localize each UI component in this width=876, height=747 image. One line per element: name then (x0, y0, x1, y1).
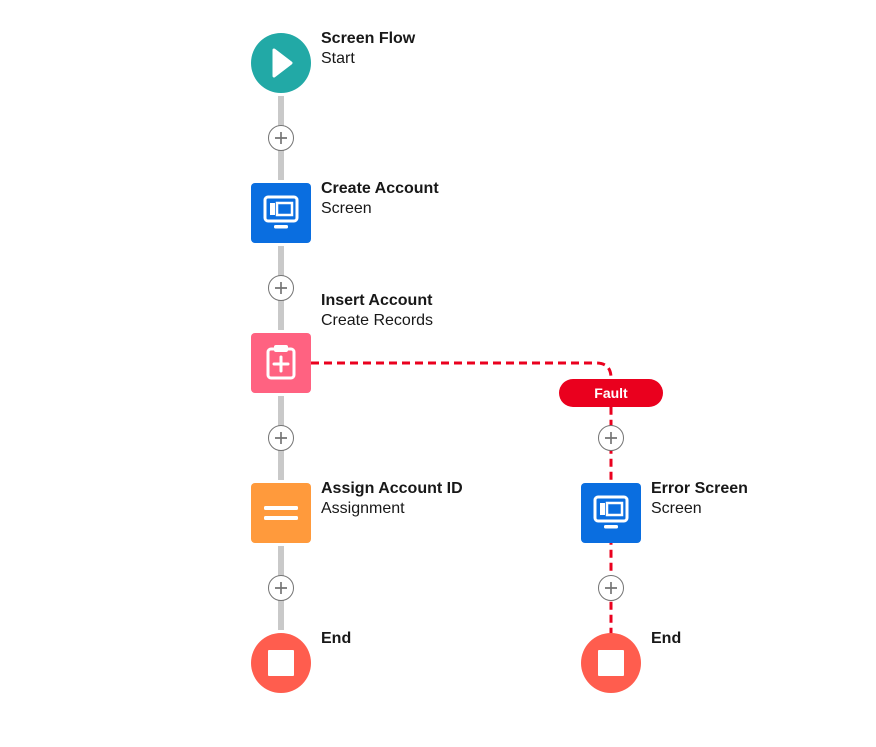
add-element-button[interactable] (268, 575, 294, 601)
error-screen-subtitle: Screen (651, 500, 702, 517)
fault-end-node-title: End (651, 630, 682, 647)
start-node-subtitle: Start (321, 50, 355, 67)
add-element-button[interactable] (268, 275, 294, 301)
insert-account-subtitle: Create Records (321, 312, 434, 329)
create-account-subtitle: Screen (321, 200, 372, 217)
equals-icon (264, 506, 298, 520)
plus-icon (275, 582, 287, 594)
insert-account-node[interactable] (251, 333, 311, 393)
add-element-button[interactable] (268, 125, 294, 151)
stop-icon (268, 650, 294, 676)
create-account-title: Create Account (321, 180, 439, 197)
play-icon (272, 48, 293, 78)
screen-icon (593, 495, 629, 529)
add-element-button-fault[interactable] (598, 425, 624, 451)
error-screen-title: Error Screen (651, 480, 748, 497)
fault-badge[interactable]: Fault (559, 379, 663, 407)
fault-end-node[interactable] (581, 633, 641, 693)
start-node[interactable] (251, 33, 311, 93)
create-account-node[interactable] (251, 183, 311, 243)
plus-icon (275, 282, 287, 294)
plus-icon (275, 132, 287, 144)
end-node[interactable] (251, 633, 311, 693)
clipboard-plus-icon (266, 345, 296, 380)
assign-account-id-node[interactable] (251, 483, 311, 543)
screen-icon (263, 195, 299, 229)
assign-account-id-title: Assign Account ID (321, 480, 463, 497)
start-node-title: Screen Flow (321, 30, 416, 47)
insert-account-title: Insert Account (321, 292, 433, 309)
add-element-button[interactable] (268, 425, 294, 451)
stop-icon (598, 650, 624, 676)
assign-account-id-subtitle: Assignment (321, 500, 405, 517)
plus-icon (275, 432, 287, 444)
error-screen-node[interactable] (581, 483, 641, 543)
add-element-button-fault[interactable] (598, 575, 624, 601)
plus-icon (605, 582, 617, 594)
end-node-title: End (321, 630, 352, 647)
plus-icon (605, 432, 617, 444)
